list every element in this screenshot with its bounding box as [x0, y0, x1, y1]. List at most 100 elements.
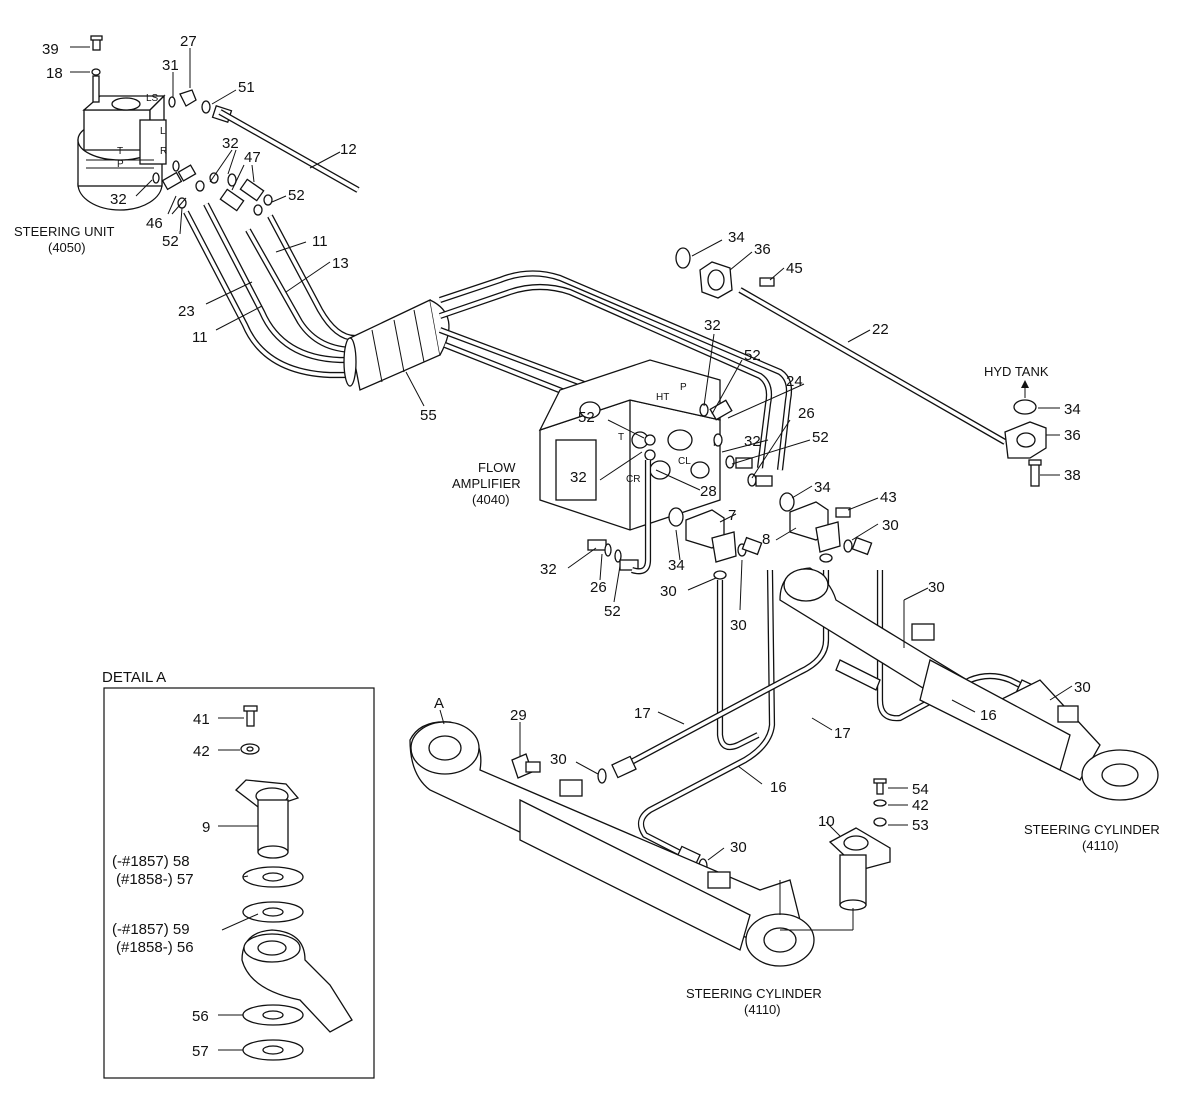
callout-24: 24 — [786, 373, 803, 390]
callout-26a: 26 — [798, 405, 815, 422]
detail-frame — [103, 687, 375, 1079]
callout-7: 7 — [728, 507, 736, 524]
callout-30b: 30 — [660, 583, 677, 600]
callout-32a: 32 — [222, 135, 239, 152]
callout-29: 29 — [510, 707, 527, 724]
callout-45: 45 — [786, 260, 803, 277]
callout-28: 28 — [700, 483, 717, 500]
callout-32e: 32 — [570, 469, 587, 486]
detail-label-57b: 57 — [192, 1043, 209, 1060]
leader-lines — [70, 46, 1073, 861]
port-r: R — [160, 146, 167, 157]
callout-30e: 30 — [1074, 679, 1091, 696]
caption-steering-unit-code: (4050) — [48, 240, 86, 255]
port-p2: P — [680, 382, 687, 393]
port-ls: LS — [146, 93, 159, 104]
callout-43: 43 — [880, 489, 897, 506]
callout-54: 54 — [912, 781, 929, 798]
port-t2: T — [618, 432, 624, 443]
callout-32d: 32 — [744, 433, 761, 450]
tee-7 — [685, 509, 763, 580]
callout-16a: 16 — [980, 707, 997, 724]
callout-39: 39 — [42, 41, 59, 58]
hose-bundle — [183, 202, 356, 379]
tee-8 — [789, 501, 873, 563]
detail-label-41: 41 — [193, 711, 210, 728]
callout-30g: 30 — [730, 839, 747, 856]
callout-10: 10 — [818, 813, 835, 830]
detail-label-57a: (#1858-) 57 — [116, 871, 194, 888]
caption-cyl-right: STEERING CYLINDER — [1024, 822, 1160, 837]
tube-12 — [218, 109, 360, 193]
callout-52a: 52 — [288, 187, 305, 204]
caption-amplifier-code: (4040) — [472, 492, 510, 507]
callout-a: A — [434, 695, 444, 712]
callout-30a: 30 — [882, 517, 899, 534]
detail-a: DETAIL A 41 42 9 (-#1857) 58 (#1858-) — [102, 669, 375, 1079]
callout-12: 12 — [340, 141, 357, 158]
port-p: P — [117, 159, 124, 170]
callout-8: 8 — [762, 531, 770, 548]
callout-30f: 30 — [550, 751, 567, 768]
callout-42a: 42 — [912, 797, 929, 814]
callout-30c: 30 — [730, 617, 747, 634]
callout-47: 47 — [244, 149, 261, 166]
captions: STEERING UNIT (4050) FLOW AMPLIFIER (404… — [14, 224, 1160, 1017]
callout-46: 46 — [146, 215, 163, 232]
pin-10 — [780, 778, 891, 931]
steering-cylinder-left — [409, 721, 815, 967]
callout-11b: 11 — [192, 329, 208, 346]
flow-amplifier — [538, 359, 721, 531]
caption-cyl-left: STEERING CYLINDER — [686, 986, 822, 1001]
caption-cyl-left-code: (4110) — [744, 1002, 781, 1017]
port-ht: HT — [656, 392, 669, 403]
port-t: T — [117, 146, 123, 157]
callout-32f: 32 — [540, 561, 557, 578]
callout-26b: 26 — [590, 579, 607, 596]
detail-label-56a: (#1858-) 56 — [116, 939, 194, 956]
callout-52f: 52 — [604, 603, 621, 620]
callout-34d: 34 — [668, 557, 685, 574]
detail-title: DETAIL A — [102, 669, 166, 686]
callout-23: 23 — [178, 303, 195, 320]
caption-cyl-right-code: (4110) — [1082, 838, 1119, 853]
caption-hyd-tank: HYD TANK — [984, 364, 1049, 379]
detail-label-59: (-#1857) 59 — [112, 921, 190, 938]
steering-unit — [77, 75, 167, 211]
caption-flow: FLOW — [478, 460, 516, 475]
callout-31: 31 — [162, 57, 179, 74]
callout-16b: 16 — [770, 779, 787, 796]
callout-34b: 34 — [1064, 401, 1081, 418]
clamp-55 — [343, 299, 450, 391]
callout-51: 51 — [238, 79, 255, 96]
steering-cylinder-right — [779, 567, 1159, 801]
callout-34a: 34 — [728, 229, 745, 246]
callout-17b: 17 — [834, 725, 851, 742]
port-cl: CL — [678, 456, 691, 467]
caption-amplifier: AMPLIFIER — [452, 476, 521, 491]
callout-53: 53 — [912, 817, 929, 834]
callout-55: 55 — [420, 407, 437, 424]
callout-27: 27 — [180, 33, 197, 50]
callout-36a: 36 — [754, 241, 771, 258]
port-l: L — [160, 126, 166, 137]
callout-17a: 17 — [634, 705, 651, 722]
callout-52b: 52 — [162, 233, 179, 250]
detail-label-56b: 56 — [192, 1008, 209, 1025]
callout-32c: 32 — [704, 317, 721, 334]
callout-numbers: 39 18 27 31 51 12 32 47 52 32 46 52 11 1… — [42, 33, 1091, 856]
caption-steering-unit: STEERING UNIT — [14, 224, 114, 239]
callout-30d: 30 — [928, 579, 945, 596]
steering-port-labels: LS L R T P — [117, 93, 167, 170]
callout-52e: 52 — [812, 429, 829, 446]
callout-13: 13 — [332, 255, 349, 272]
callout-22: 22 — [872, 321, 889, 338]
callout-32b: 32 — [110, 191, 127, 208]
detail-label-9: 9 — [202, 819, 210, 836]
fitting-29 — [511, 753, 541, 779]
detail-label-58: (-#1857) 58 — [112, 853, 190, 870]
tank-tube-22 — [699, 261, 1047, 487]
callout-36b: 36 — [1064, 427, 1081, 444]
